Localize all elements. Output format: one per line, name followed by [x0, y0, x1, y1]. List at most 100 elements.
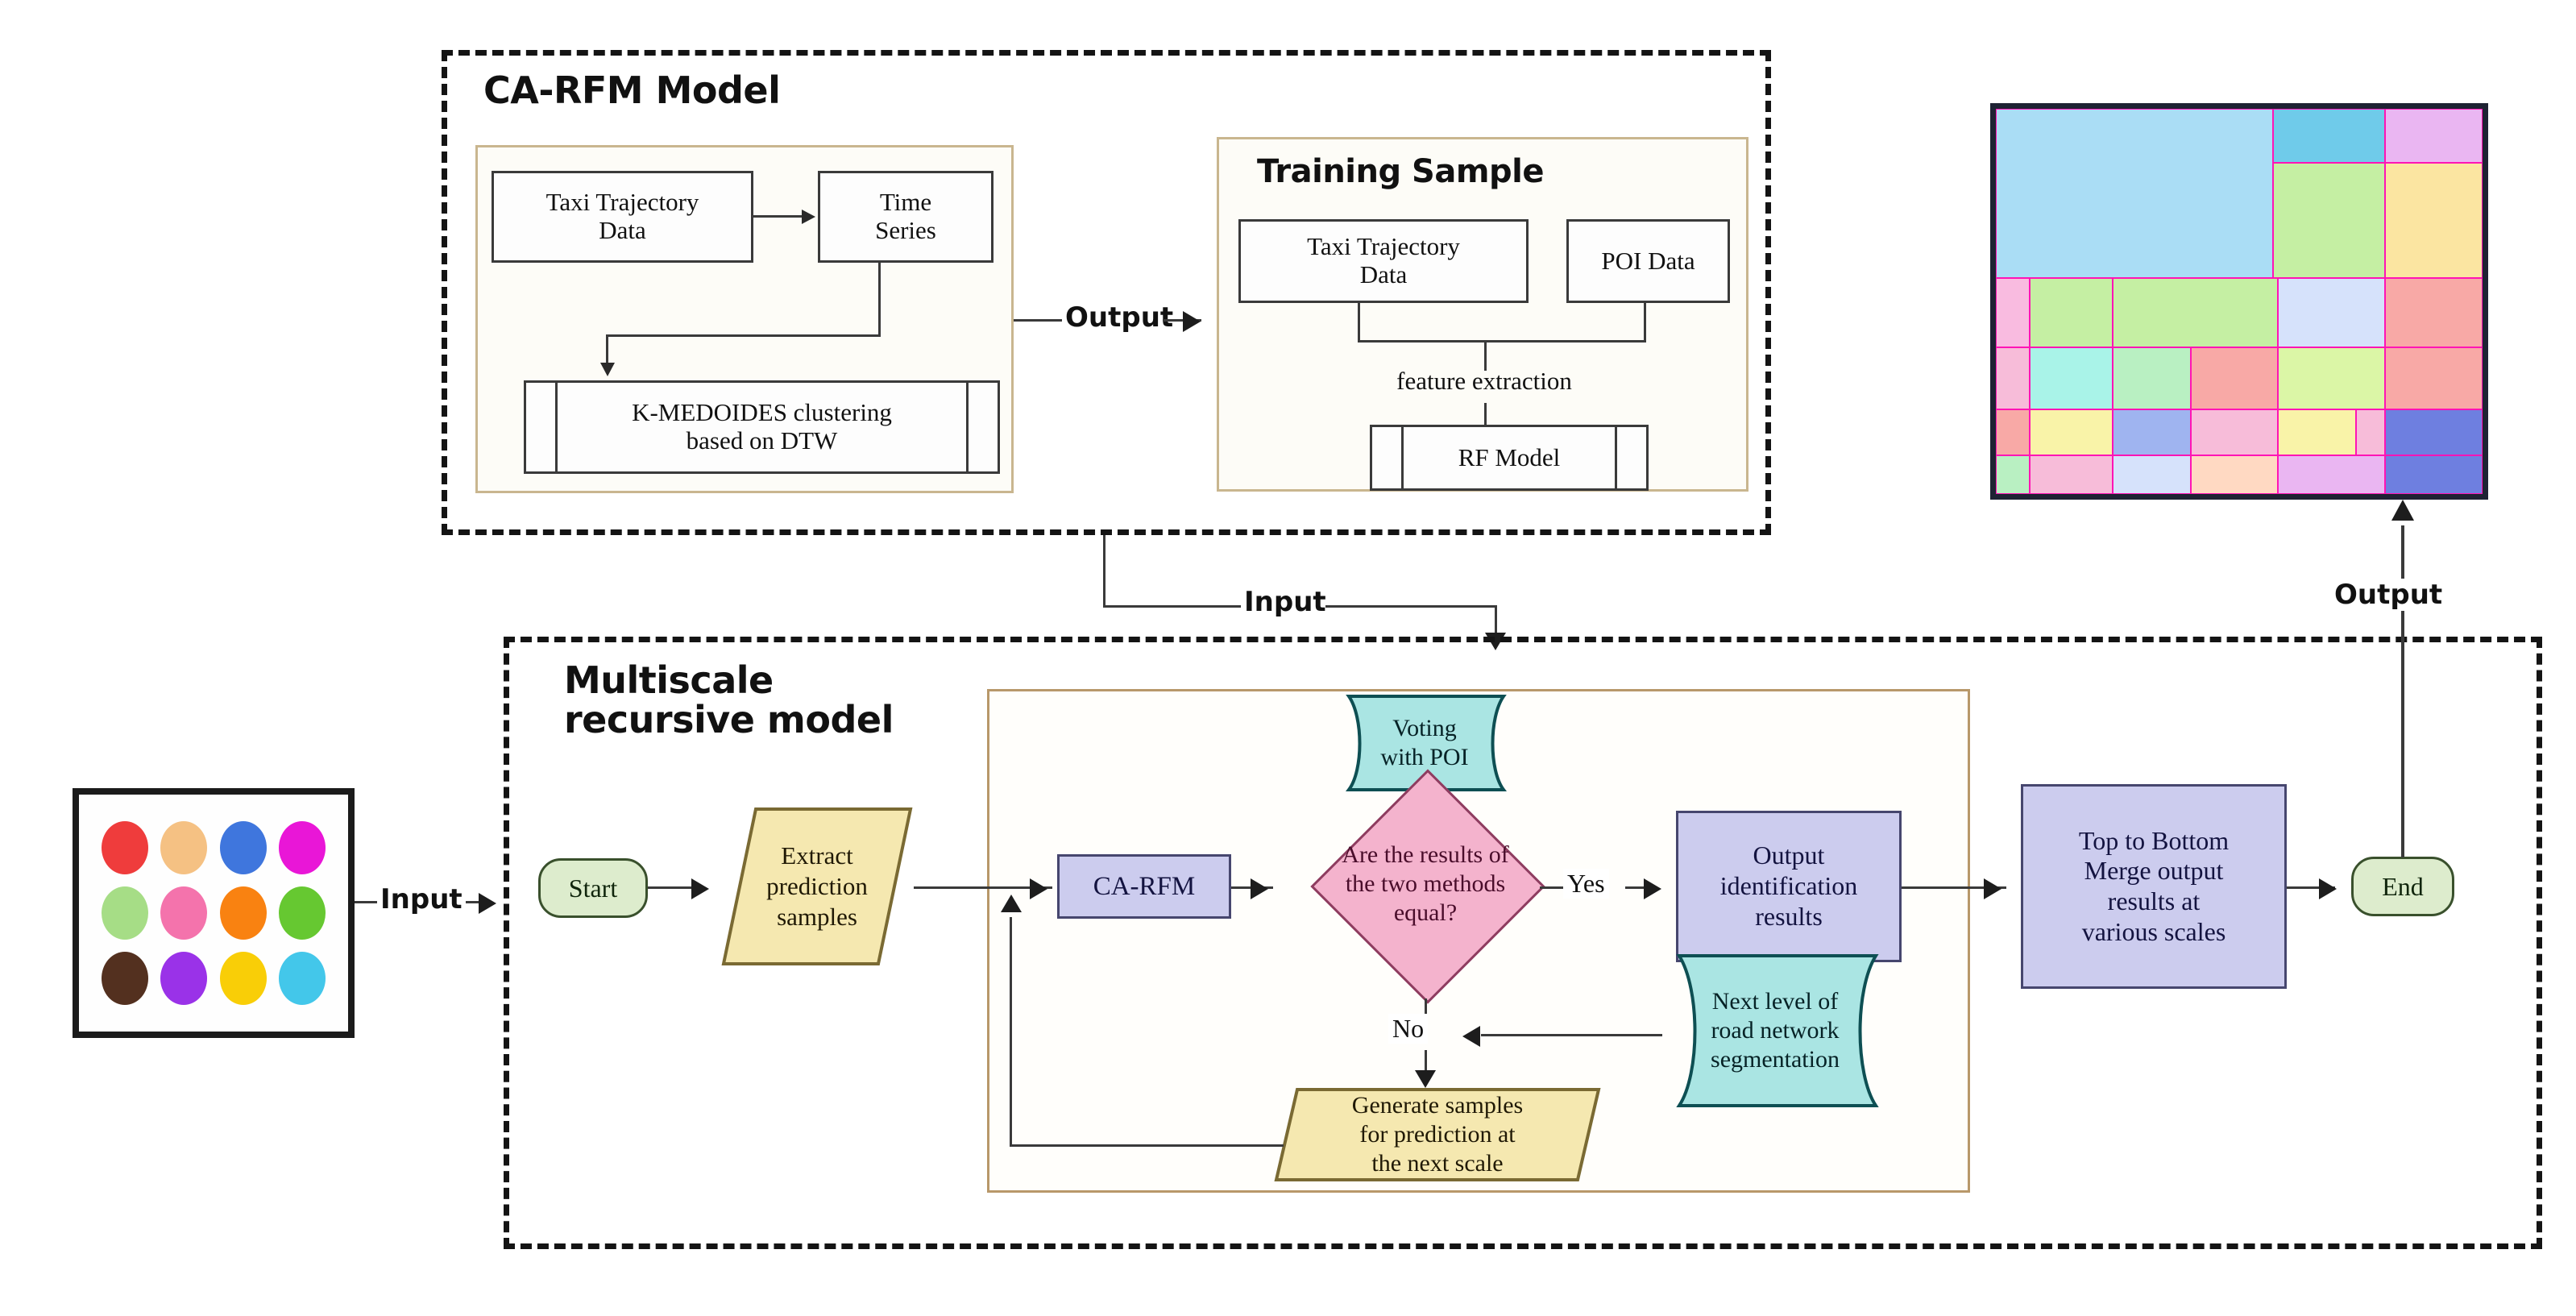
edge-input-horizontal — [1103, 605, 1256, 608]
node-ca-rfm[interactable]: CA-RFM — [1057, 854, 1231, 919]
node-time-series[interactable]: Time Series — [818, 171, 993, 263]
edge-feedback-up — [1010, 917, 1012, 1146]
map-region — [1996, 109, 2274, 279]
node-extract-prediction-samples[interactable]: Extract prediction samples — [720, 806, 914, 967]
edge-merge-down — [1484, 340, 1487, 371]
ca-rfm-model-container — [442, 50, 1771, 535]
node-label: K-MEDOIDES clustering based on DTW — [632, 398, 892, 455]
color-dot — [279, 951, 326, 1005]
node-generate-samples[interactable]: Generate samples for prediction at the n… — [1273, 1086, 1602, 1183]
map-region — [2030, 347, 2113, 409]
edge-output-right — [1163, 319, 1201, 322]
node-poi-data[interactable]: POI Data — [1566, 219, 1730, 303]
arrowhead — [1001, 895, 1022, 912]
node-voting-with-poi[interactable]: Voting with POI — [1331, 693, 1518, 793]
parallelogram-shape — [721, 807, 913, 965]
node-label-wrap: RF Model — [1404, 427, 1615, 488]
color-dot — [279, 821, 326, 875]
swatch-cell — [95, 816, 155, 881]
swatch-grid — [79, 795, 348, 1032]
edge-output-to-merge — [1902, 886, 2006, 889]
color-dot — [101, 951, 148, 1005]
node-taxi-trajectory-data-training[interactable]: Taxi Trajectory Data — [1238, 219, 1529, 303]
map-region — [2385, 409, 2483, 456]
edge-label-yes: Yes — [1563, 869, 1609, 899]
map-region — [2385, 278, 2483, 348]
multiscale-recursive-model-title: Multiscale recursive model — [564, 658, 894, 741]
map-region — [2030, 455, 2113, 494]
node-kmedoides-clustering[interactable]: K-MEDOIDES clustering based on DTW — [524, 380, 1000, 474]
node-start[interactable]: Start — [538, 858, 648, 918]
feature-extraction-label: feature extraction — [1311, 367, 1657, 396]
edge-taxi-to-timeseries — [753, 215, 803, 218]
swatch-cell — [273, 945, 333, 1011]
arrowhead — [2319, 878, 2337, 899]
color-dot — [219, 821, 267, 875]
node-label: Generate samples for prediction at the n… — [1351, 1092, 1524, 1177]
node-label: Start — [568, 873, 618, 903]
node-label: End — [2382, 871, 2424, 901]
left-divider — [1401, 427, 1404, 488]
arrowhead — [600, 363, 615, 376]
edge-input-down-left — [1103, 535, 1105, 608]
swatch-cell — [273, 816, 333, 881]
swatch-cell — [214, 816, 273, 881]
node-label: Output identification results — [1719, 841, 1858, 931]
edge-label: feature extraction — [1396, 367, 1572, 395]
edge-timeseries-down — [878, 263, 881, 336]
edge-decision-yes — [1540, 886, 1564, 889]
map-region — [2190, 347, 2279, 409]
map-region — [2112, 409, 2191, 456]
map-region — [2112, 455, 2191, 494]
color-dot — [279, 886, 326, 940]
arrowhead — [1415, 1070, 1436, 1088]
right-divider — [1615, 427, 1617, 488]
map-region — [2278, 455, 2386, 494]
node-label: Extract prediction samples — [766, 841, 868, 931]
swatch-cell — [214, 945, 273, 1011]
map-region — [1996, 278, 2031, 348]
arrowhead — [1644, 878, 1661, 899]
arrowhead — [479, 893, 496, 914]
node-rf-model[interactable]: RF Model — [1370, 425, 1649, 491]
edge-taxi-training-down — [1358, 303, 1360, 342]
arrowhead — [2391, 500, 2414, 521]
node-output-identification-results[interactable]: Output identification results — [1676, 811, 1902, 962]
edge-no-down — [1425, 1050, 1427, 1077]
map-region — [2112, 347, 2191, 409]
edge-end-to-map — [2401, 525, 2404, 857]
swatch-cell — [95, 881, 155, 946]
color-dot — [160, 886, 208, 940]
edge-start-to-extract — [648, 886, 698, 889]
edge-poi-down — [1644, 303, 1646, 342]
node-label: Voting with POI — [1380, 715, 1469, 770]
node-label: Are the results of the two methods equal… — [1342, 841, 1509, 926]
edge-input-image-line — [355, 901, 380, 903]
document-shape — [1676, 954, 1879, 1107]
map-region — [2385, 455, 2483, 494]
swatch-cell — [155, 945, 214, 1011]
node-taxi-trajectory-data[interactable]: Taxi Trajectory Data — [492, 171, 753, 263]
node-next-level-road-network-segmentation[interactable]: Next level of road network segmentation — [1657, 953, 1894, 1109]
arrowhead — [1251, 878, 1268, 899]
node-top-to-bottom-merge[interactable]: Top to Bottom Merge output results at va… — [2021, 784, 2287, 989]
edge-yes-to-output — [1625, 886, 1656, 889]
edge-output-left — [1014, 319, 1064, 322]
map-region — [1996, 347, 2031, 409]
map-region — [2385, 109, 2483, 163]
node-end[interactable]: End — [2351, 857, 2454, 916]
edge-decision-no — [1425, 998, 1427, 1027]
node-label: POI Data — [1601, 246, 1695, 275]
map-region — [1996, 409, 2031, 456]
node-label-wrap: Generate samples for prediction at the n… — [1273, 1086, 1602, 1183]
node-label-wrap: Extract prediction samples — [720, 806, 914, 967]
edge-merge-to-end — [2287, 886, 2335, 889]
map-region — [2273, 109, 2386, 163]
parallelogram-shape — [1274, 1088, 1601, 1181]
node-label-wrap: Next level of road network segmentation — [1657, 953, 1894, 1109]
node-decision-results-equal[interactable]: Are the results of the two methods equal… — [1310, 769, 1545, 1004]
swatch-cell — [95, 945, 155, 1011]
swatch-cell — [214, 881, 273, 946]
edge-to-rf-model — [1484, 403, 1487, 432]
input-sample-image — [73, 788, 355, 1038]
